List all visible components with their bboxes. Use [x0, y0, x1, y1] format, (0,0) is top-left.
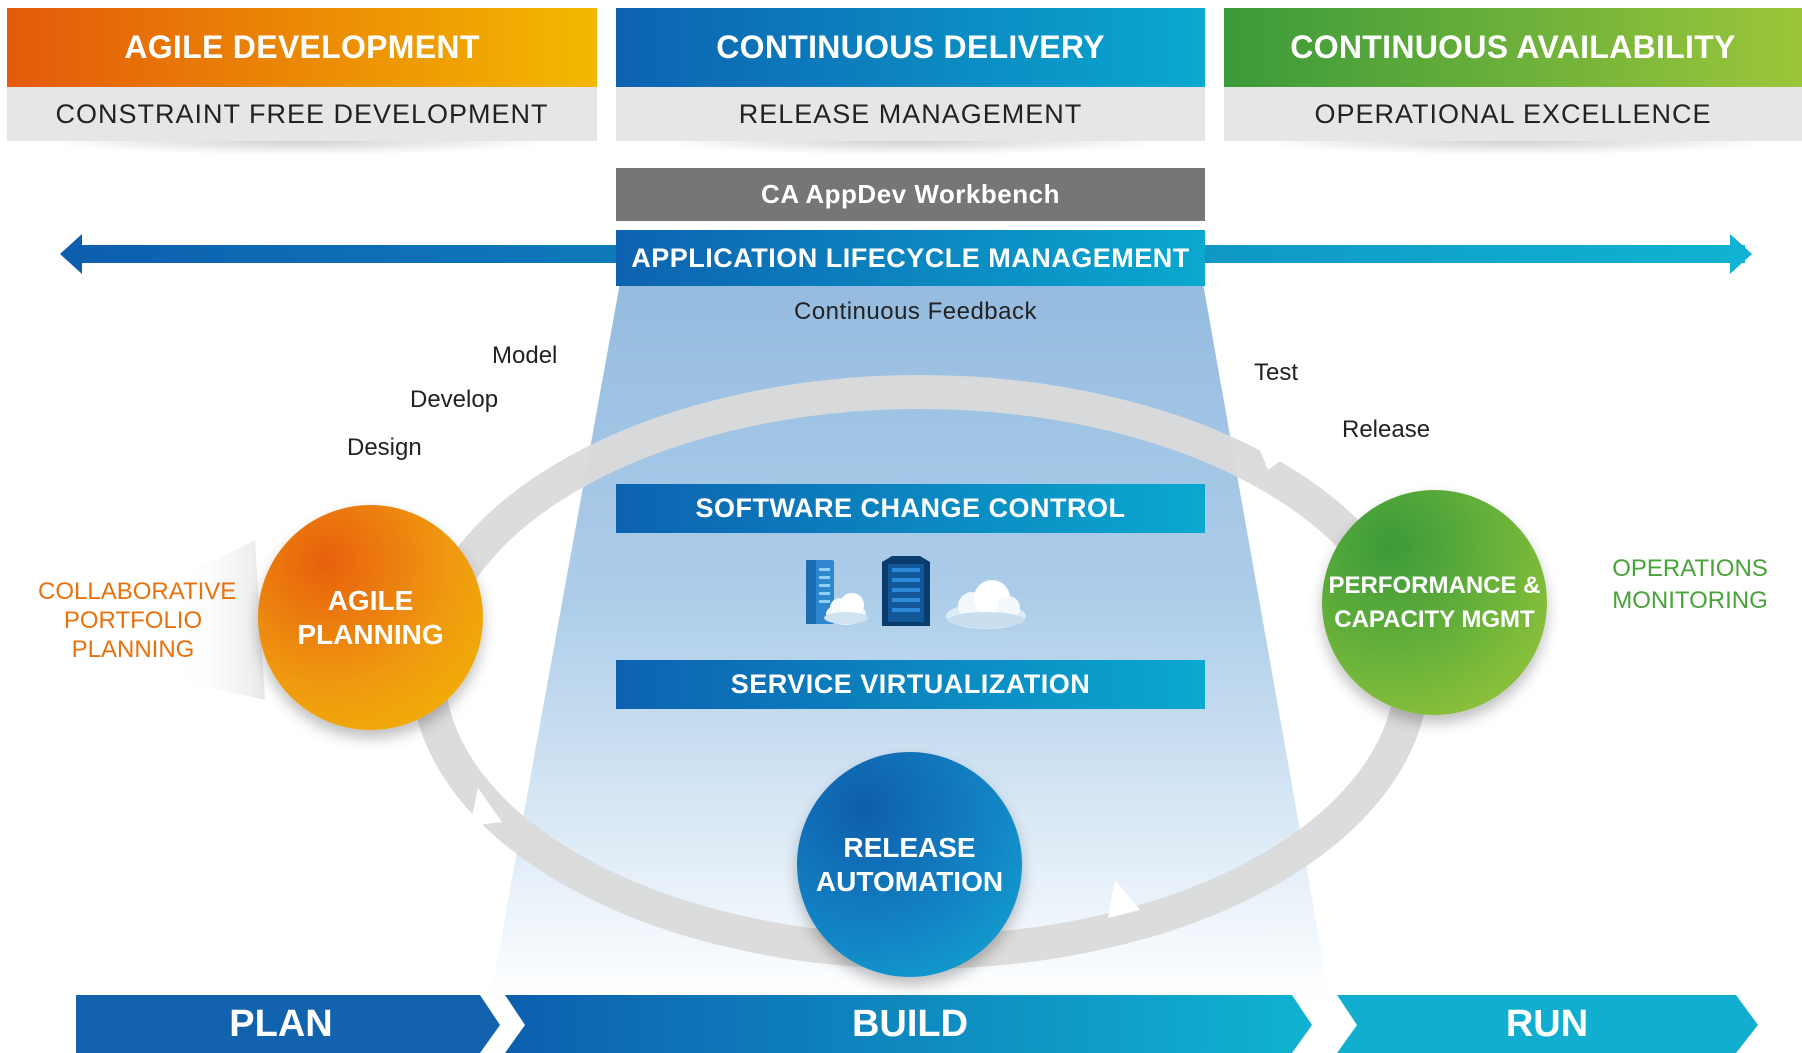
workbench-label: CA AppDev Workbench [761, 179, 1060, 209]
service-virtualization-label: SERVICE VIRTUALIZATION [730, 669, 1091, 699]
cycle-label-release: Release [1342, 416, 1431, 443]
header-continuous-availability: CONTINUOUS AVAILABILITY [1224, 8, 1802, 87]
collaborative-line2: PORTFOLIO [63, 607, 203, 634]
cloud-icon [946, 580, 1026, 629]
collaborative-line1: COLLABORATIVE [38, 578, 237, 605]
header-continuous-delivery: CONTINUOUS DELIVERY [616, 8, 1205, 87]
alm-bar: APPLICATION LIFECYCLE MANAGEMENT [616, 230, 1205, 286]
alm-label: APPLICATION LIFECYCLE MANAGEMENT [631, 242, 1190, 273]
operations-line2: MONITORING [1612, 587, 1768, 614]
phase-run: RUN [1347, 995, 1747, 1053]
phase-build: BUILD [515, 995, 1305, 1053]
software-change-control-bar: SOFTWARE CHANGE CONTROL [616, 484, 1205, 533]
operations-line1: OPERATIONS [1612, 555, 1768, 582]
phase-plan: PLAN [76, 995, 486, 1053]
phase-plan-shape [76, 995, 500, 1053]
ring-arrow-top-right [1252, 430, 1292, 470]
subheader-release-management-label: RELEASE MANAGEMENT [738, 98, 1083, 129]
continuous-feedback-label: Continuous Feedback [794, 298, 1037, 325]
workbench-bar: CA AppDev Workbench [616, 168, 1205, 221]
cycle-label-test: Test [1254, 359, 1299, 386]
agile-planning-line2: PLANNING [297, 618, 444, 650]
performance-capacity-circle: PERFORMANCE & CAPACITY MGMT [1322, 490, 1547, 715]
lifecycle-arrow-right-head [1730, 234, 1752, 274]
subheader-operational-excellence-label: OPERATIONAL EXCELLENCE [1314, 98, 1712, 129]
shadow-middle [650, 141, 1170, 155]
cycle-label-model: Model [492, 342, 558, 369]
release-automation-line2: AUTOMATION [815, 865, 1004, 897]
ring-arrow-bottom-left [470, 788, 502, 826]
phase-run-shape [1337, 995, 1758, 1053]
subheader-constraint-free: CONSTRAINT FREE DEVELOPMENT [7, 87, 597, 141]
header-agile-development-label: AGILE DEVELOPMENT [124, 29, 480, 65]
cycle-label-develop: Develop [410, 386, 499, 413]
release-automation-circle: RELEASE AUTOMATION [797, 752, 1022, 977]
left-fade [175, 540, 265, 700]
collaborative-line3: PLANNING [71, 636, 195, 663]
collaborative-portfolio-label: COLLABORATIVE PORTFOLIO PLANNING [38, 577, 237, 664]
header-continuous-availability-label: CONTINUOUS AVAILABILITY [1290, 29, 1736, 65]
phase-run-label: RUN [1505, 1002, 1589, 1045]
subheader-operational-excellence: OPERATIONAL EXCELLENCE [1224, 87, 1802, 141]
operations-monitoring-label: OPERATIONS MONITORING [1600, 553, 1780, 617]
ring-arrow-bottom-right [1108, 880, 1140, 918]
feedback-beam [490, 283, 1330, 1000]
phase-build-shape [505, 995, 1312, 1053]
performance-line1: PERFORMANCE & [1328, 571, 1541, 599]
release-automation-line1: RELEASE [843, 831, 976, 863]
server-cloud-icon [806, 560, 868, 625]
header-agile-development: AGILE DEVELOPMENT [7, 8, 597, 87]
subheader-constraint-free-label: CONSTRAINT FREE DEVELOPMENT [55, 98, 549, 129]
shadow-left [40, 141, 560, 155]
software-change-control-label: SOFTWARE CHANGE CONTROL [695, 493, 1126, 523]
lifecycle-arrow-left-head [60, 234, 82, 274]
phase-build-label: BUILD [851, 1002, 969, 1045]
mainframe-icon [882, 556, 930, 626]
phase-plan-label: PLAN [229, 1002, 333, 1045]
ring-arrow-top-left [530, 418, 560, 465]
cycle-label-design: Design [347, 434, 422, 461]
subheader-release-management: RELEASE MANAGEMENT [616, 87, 1205, 141]
agile-planning-circle: AGILE PLANNING [258, 505, 483, 730]
performance-line2: CAPACITY MGMT [1334, 605, 1535, 633]
shadow-right [1250, 141, 1780, 155]
service-virtualization-bar: SERVICE VIRTUALIZATION [616, 660, 1205, 709]
header-continuous-delivery-label: CONTINUOUS DELIVERY [716, 29, 1105, 65]
agile-planning-line1: AGILE [327, 584, 414, 616]
